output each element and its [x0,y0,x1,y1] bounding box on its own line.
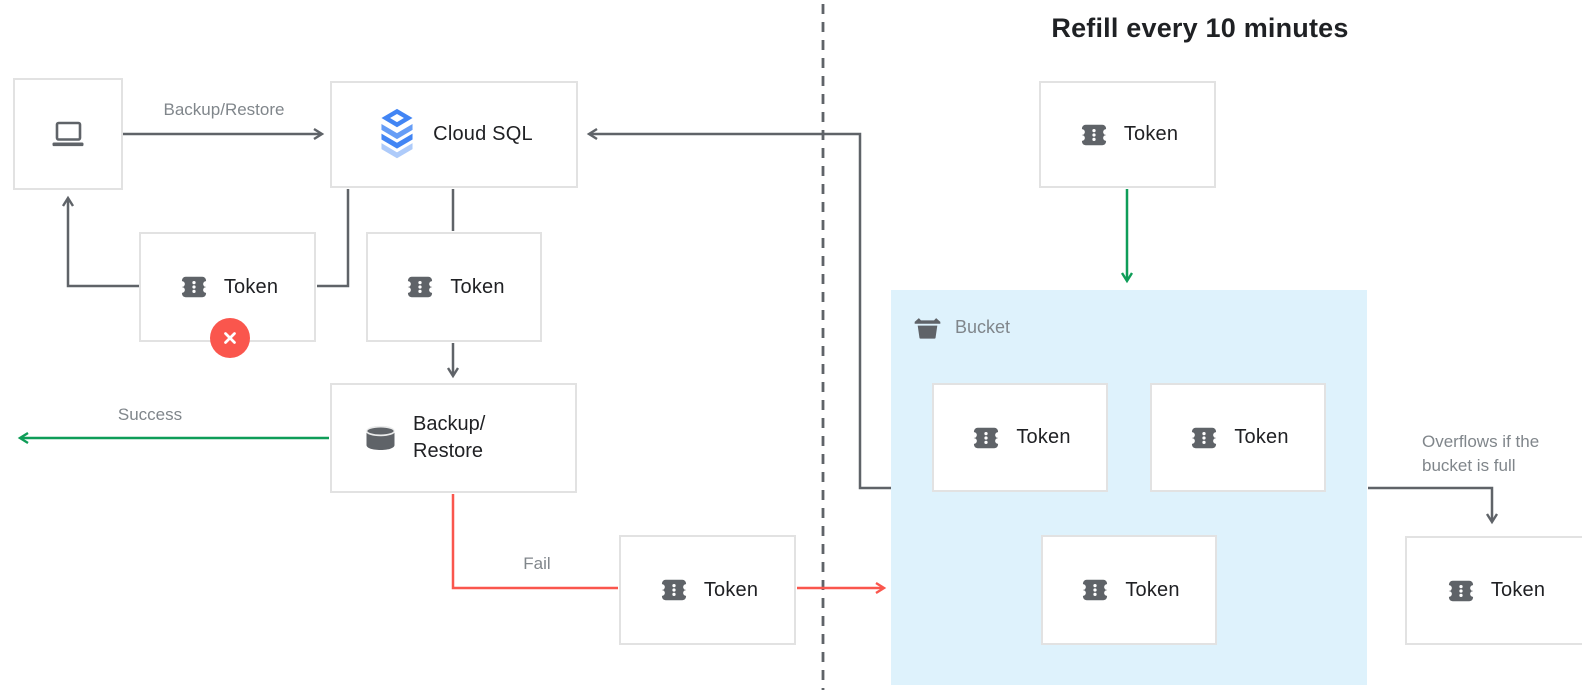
backup-restore-line1: Backup/ [413,413,486,435]
refill-title: Refill every 10 minutes [1051,13,1349,43]
token-box-bucket-3: Token [1041,535,1217,645]
cloud-sql-label: Cloud SQL [433,123,533,145]
bucket-icon [910,313,945,341]
error-x-badge [210,318,250,358]
cloud-sql-icon [375,108,419,161]
connector-rejected-token-to-client [61,195,141,288]
token-box-bucket-1: Token [932,383,1108,492]
token-box-overflow: Token [1405,536,1582,645]
connector-bucket-to-cloudsql [586,127,891,490]
cloud-sql-box: Cloud SQL [330,81,578,188]
token-label: Token [1123,123,1179,145]
x-icon [224,332,236,344]
edge-label-overflow: Overflows if the bucket is full [1422,430,1582,478]
edge-label-backup-restore: Backup/Restore [163,100,285,119]
token-box-bucket-2: Token [1150,383,1326,492]
ticket-token-icon [1077,118,1111,152]
backup-restore-label: Backup/ Restore [413,411,485,465]
edge-label-fail: Fail [523,554,551,573]
client-box [13,78,123,190]
token-label: Token [1125,578,1180,601]
backup-restore-box: Backup/ Restore [330,383,577,493]
bucket-label: Bucket [955,316,1011,337]
token-label: Token [1234,426,1289,448]
connector-cloudsql-to-rejected-token [317,189,350,288]
ticket-token-icon [403,270,437,304]
bucket-caption: Bucket [910,313,1010,341]
ticket-token-icon [177,270,211,304]
ticket-token-icon [657,573,691,607]
ticket-token-icon [1444,574,1478,608]
connector-overflow-arrow [1368,486,1499,525]
token-label: Token [1016,426,1071,448]
token-label: Token [703,578,759,601]
ticket-token-icon [1078,573,1112,607]
edge-label-overflow-line1: Overflows if the [1422,432,1540,451]
laptop-icon [48,120,88,149]
token-label: Token [450,275,505,298]
backup-restore-line2: Restore [413,440,484,462]
token-box-refill: Token [1039,81,1216,188]
token-box-request: Token [366,232,542,342]
edge-label-overflow-line2: bucket is full [1422,456,1516,475]
ticket-token-icon [1187,421,1221,455]
token-label: Token [1490,579,1546,601]
token-label: Token [223,275,279,298]
token-box-fail: Token [619,535,796,645]
ticket-token-icon [969,421,1003,455]
database-cylinder-icon [362,424,399,452]
edge-label-success: Success [117,405,183,424]
